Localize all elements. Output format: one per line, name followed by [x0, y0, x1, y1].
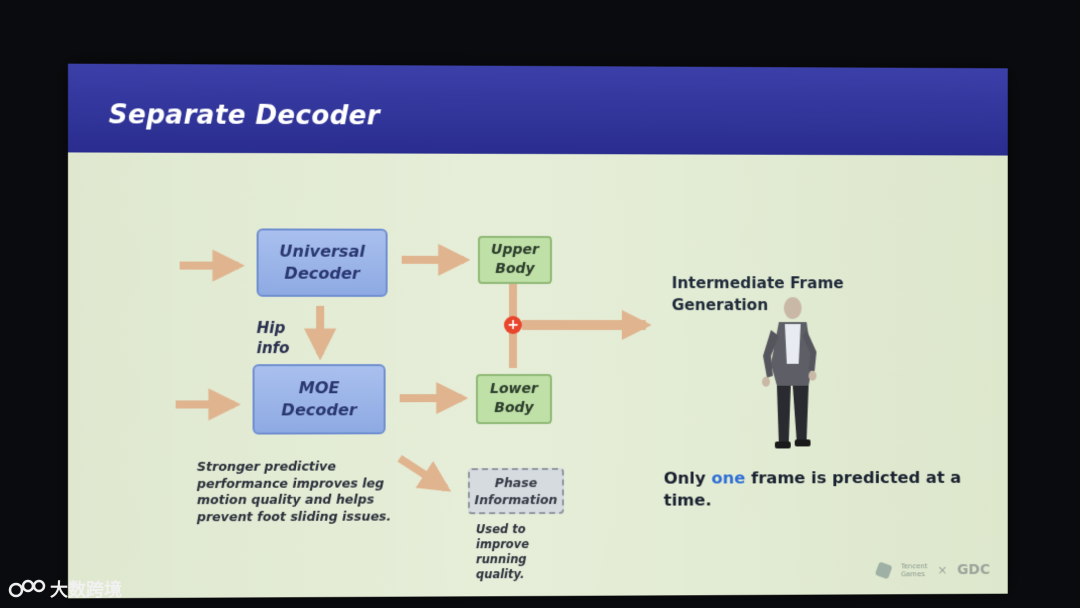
gdc-logo-text: GDC: [957, 562, 990, 578]
corner-watermark: 大数跨境: [8, 576, 122, 602]
moe-decoder-label: MOE Decoder: [281, 377, 356, 421]
universal-decoder-box: Universal Decoder: [257, 228, 388, 296]
footer-logos: Tencent Games × GDC: [877, 562, 990, 578]
arrow-moe-phase: [400, 458, 446, 488]
universal-decoder-label: Universal Decoder: [279, 241, 365, 285]
lower-body-label: Lower Body: [490, 380, 538, 418]
watermark-text: 大数跨境: [50, 576, 122, 602]
tencent-games-logo-text: Tencent Games: [901, 562, 928, 578]
watermark-logo-icon: [8, 578, 46, 600]
hip-info-label: Hip info: [257, 318, 290, 358]
logo-separator: ×: [937, 563, 947, 577]
plus-symbol-icon: +: [504, 316, 522, 334]
phase-information-label: Phase Information: [474, 474, 557, 508]
prediction-prefix: Only: [664, 469, 712, 488]
prediction-statement: Only one frame is predicted at a time.: [664, 467, 962, 512]
moe-decoder-box: MOE Decoder: [253, 364, 386, 434]
projected-slide: Separate Decoder Universal Decoder MOE D…: [68, 64, 1008, 599]
upper-body-box: Upper Body: [478, 236, 552, 284]
lower-body-box: Lower Body: [476, 374, 552, 424]
moe-note: Stronger predictive performance improves…: [197, 458, 391, 525]
character-figure-icon: [757, 294, 826, 453]
prediction-highlight: one: [711, 468, 745, 487]
phase-information-box: Phase Information: [468, 468, 564, 514]
phase-note: Used to improve running quality.: [476, 522, 529, 582]
plus-symbol-text: +: [507, 317, 519, 333]
tencent-games-logo-icon: [875, 562, 893, 580]
upper-body-label: Upper Body: [491, 241, 539, 279]
